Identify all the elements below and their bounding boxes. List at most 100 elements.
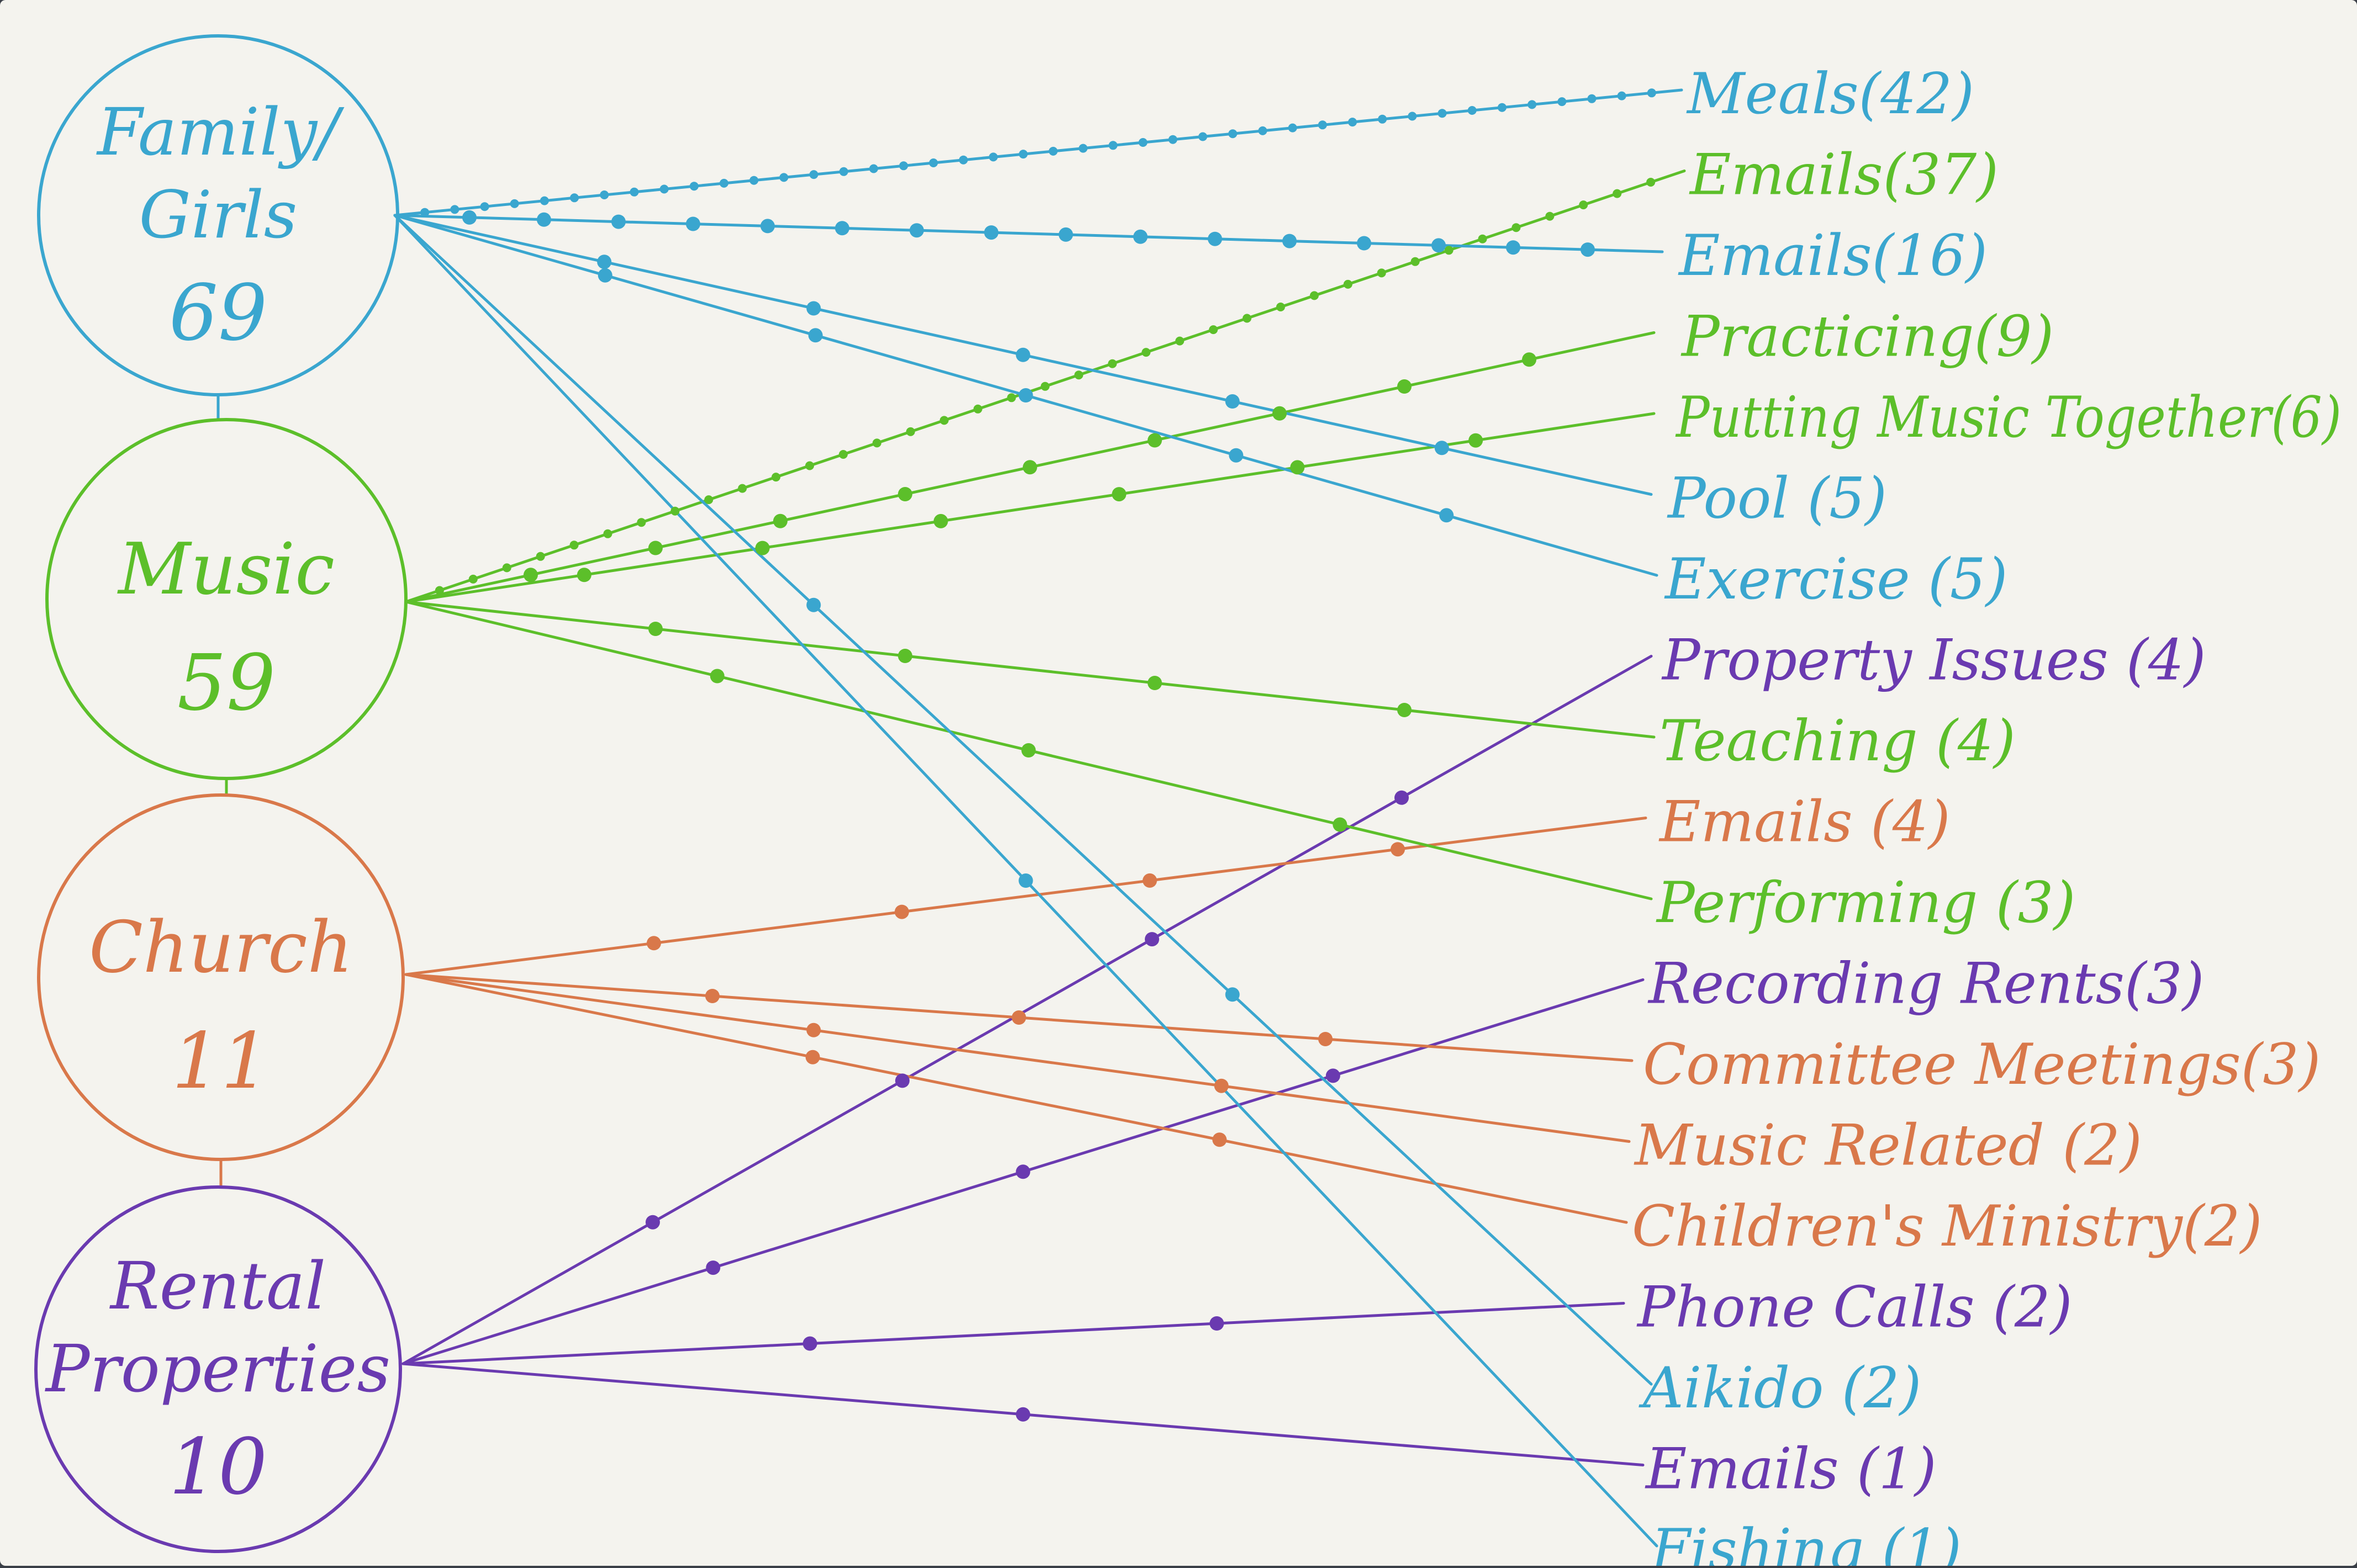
tally-dot: [869, 164, 878, 173]
group-total-rental: 10: [169, 1422, 267, 1512]
tally-dot: [510, 199, 519, 208]
tally-dot: [939, 416, 949, 425]
tally-dot: [1225, 987, 1240, 1002]
tally-dot: [895, 904, 909, 919]
tally-dot: [1377, 268, 1386, 278]
group-name-family: Girls: [139, 177, 298, 253]
tally-dot: [710, 669, 725, 684]
tally-dot: [1318, 1032, 1333, 1046]
group-name-rental: Properties: [45, 1331, 390, 1407]
group-circle-music: [45, 418, 408, 780]
tally-dot: [648, 541, 663, 555]
tally-dot: [1208, 231, 1222, 246]
tally-dot: [1212, 1132, 1227, 1147]
tally-dot: [839, 167, 848, 176]
tally-dot: [420, 208, 430, 217]
tally-dot: [1288, 123, 1297, 133]
tally-dot: [630, 187, 639, 197]
activity-label-7: Exercise (5): [1664, 547, 2007, 612]
tally-dot: [686, 216, 700, 231]
group-name-church: Church: [89, 907, 353, 989]
tally-dot: [1214, 1078, 1229, 1093]
tally-dot: [637, 518, 646, 527]
dot-marks: [420, 88, 1656, 1422]
tally-dot: [1148, 433, 1162, 448]
tally-dot: [1258, 126, 1267, 135]
tally-dot: [1040, 382, 1050, 391]
tally-dot: [1209, 325, 1218, 335]
tally-dot: [1397, 703, 1412, 717]
tally-dot: [1325, 1068, 1340, 1083]
tally-dot: [646, 1215, 660, 1230]
tally-dot: [749, 176, 759, 185]
tally-dot: [1141, 348, 1151, 357]
tally-dot: [898, 487, 912, 501]
tally-dot: [1309, 291, 1319, 300]
group-total-family: 69: [169, 268, 267, 358]
connector-line-1: [393, 88, 1683, 217]
tally-dot: [1506, 240, 1520, 255]
tally-dot: [1613, 189, 1622, 198]
tally-dot: [689, 182, 699, 191]
tally-dot: [1007, 393, 1016, 402]
tally-dot: [1434, 441, 1449, 455]
activity-label-2: Emails(37): [1689, 142, 1999, 208]
connector-line-8: [401, 655, 1653, 1365]
tally-dot: [1074, 370, 1084, 380]
connector-line-14: [404, 973, 1631, 1143]
tally-dot: [1439, 508, 1454, 523]
activity-label-15: Children's Ministry(2): [1632, 1194, 2262, 1259]
tally-dot: [706, 1260, 721, 1275]
tally-dot: [597, 255, 612, 269]
tally-dot: [537, 212, 551, 227]
activity-label-16: Phone Calls (2): [1636, 1275, 2073, 1341]
tally-dot: [659, 184, 669, 194]
tally-dot: [1018, 388, 1033, 402]
tally-dot: [933, 513, 948, 528]
tally-dot: [1545, 211, 1555, 221]
tally-dot: [603, 529, 612, 538]
tally-dot: [771, 473, 781, 482]
activity-label-1: Meals(42): [1686, 61, 1974, 127]
tally-dot: [524, 568, 538, 582]
tally-dot: [1581, 242, 1595, 257]
tally-dot: [1522, 352, 1536, 367]
tally-dot: [1357, 236, 1371, 251]
tally-dot: [1617, 91, 1626, 100]
tally-dot: [1348, 118, 1357, 127]
tally-dot: [1410, 257, 1420, 266]
tally-dot: [989, 152, 998, 162]
tally-dot: [1243, 314, 1251, 323]
tally-dot: [1579, 200, 1588, 210]
tally-dot: [1138, 138, 1148, 147]
tally-dot: [806, 1023, 821, 1037]
tally-dot: [755, 541, 770, 555]
tally-dot: [468, 574, 478, 584]
tally-dot: [835, 221, 849, 236]
activity-label-11: Performing (3): [1656, 870, 2075, 936]
tally-dot: [1478, 234, 1487, 243]
activity-label-14: Music Related (2): [1634, 1113, 2142, 1179]
tally-dot: [760, 219, 775, 234]
connector-line-16: [401, 1302, 1625, 1365]
tally-dot: [1408, 112, 1417, 121]
tally-dot: [895, 1073, 910, 1088]
group-name-music: Music: [117, 528, 335, 611]
tally-dot: [1021, 743, 1036, 757]
tally-dot: [611, 214, 626, 229]
tally-dot: [1108, 359, 1117, 368]
tally-dot: [1148, 676, 1162, 690]
tally-dot: [435, 586, 444, 595]
tally-dot: [720, 178, 728, 188]
tally-dot: [647, 936, 661, 951]
tally-dot: [973, 404, 982, 414]
tally-dot: [1143, 873, 1157, 888]
tally-dot: [1397, 379, 1412, 394]
tally-dot: [1528, 100, 1537, 109]
activity-label-8: Property Issues (4): [1661, 628, 2206, 693]
tally-dot: [502, 563, 511, 573]
tally-dot: [1512, 223, 1521, 232]
tally-dot: [906, 427, 915, 436]
